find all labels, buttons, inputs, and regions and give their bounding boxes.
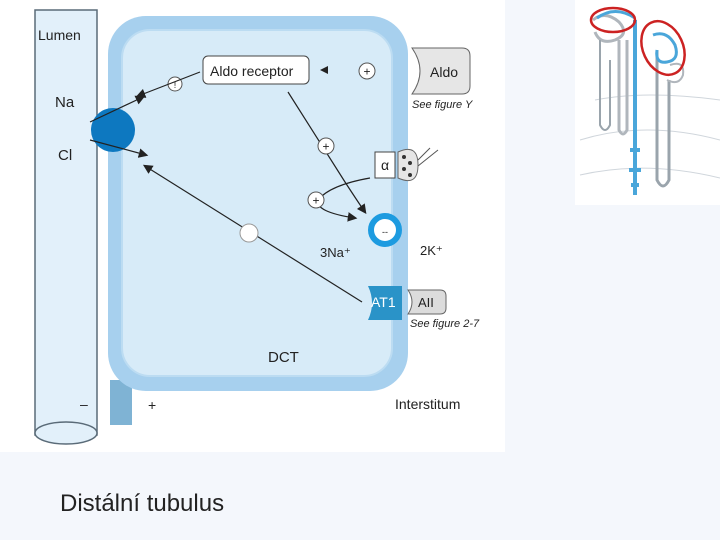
- lumen-tube-end: [34, 421, 98, 445]
- plus-marker-1: [317, 137, 335, 155]
- plus-sign-aldo: +: [363, 65, 370, 79]
- aldo-receptor-label: Aldo receptor: [210, 63, 294, 79]
- nephron-diagram: [579, 6, 720, 195]
- inhibit-sign: !: [174, 80, 177, 90]
- plus-marker-aldo: [358, 62, 376, 80]
- receptor-arrowhead: [320, 66, 328, 74]
- pump-sign: --: [382, 227, 388, 237]
- see-figure-2-7: See figure 2-7: [410, 318, 480, 330]
- at1-receptor: [368, 286, 402, 320]
- na-k-atpase-pump: [368, 213, 402, 247]
- at1-label: AT1: [371, 294, 396, 310]
- lumen-label: Lumen: [38, 27, 81, 43]
- aii-label: AII: [418, 295, 434, 310]
- receptor-to-pump-arrow: [287, 91, 367, 214]
- interstitium-plus-sign: +: [148, 397, 156, 413]
- na-arrow: [89, 95, 146, 123]
- plus-sign-1: +: [322, 140, 329, 154]
- cl-label: Cl: [58, 147, 72, 164]
- three-na-label: 3Na⁺: [320, 245, 351, 260]
- lumen-minus-sign: –: [80, 396, 88, 412]
- interstitium-strip: [110, 380, 132, 425]
- interstitum-label: Interstitum: [395, 396, 460, 412]
- alpha-label: α: [381, 157, 389, 173]
- na-label: Na: [55, 94, 75, 111]
- receptor-to-na-arrow: [135, 71, 201, 98]
- cl-arrow: [89, 139, 149, 158]
- aii-shape: [407, 289, 447, 315]
- aldo-shape: [411, 47, 471, 95]
- two-k-label: 2K⁺: [420, 243, 443, 258]
- neutral-marker: [239, 223, 259, 243]
- lumen-tube: [34, 9, 98, 436]
- plus-sign-2: +: [312, 194, 319, 208]
- highlight-circle-2: [640, 20, 686, 76]
- cell-body: [121, 29, 393, 377]
- aldo-receptor-box: [202, 55, 310, 85]
- dct-label: DCT: [268, 349, 299, 366]
- aldo-label: Aldo: [430, 64, 458, 80]
- slide-caption: Distální tubulus: [60, 490, 225, 517]
- highlight-circle-1: [589, 6, 637, 34]
- dct-diagram: ! Aldo receptor + Aldo See figure Y + α …: [34, 9, 480, 445]
- see-figure-y: See figure Y: [412, 99, 473, 111]
- nephron-thumbnail: [575, 0, 720, 205]
- alpha-box: [374, 151, 396, 179]
- dct-figure: ! Aldo receptor + Aldo See figure Y + α …: [0, 0, 505, 452]
- nacl-cotransporter: [91, 108, 135, 152]
- plus-marker-2: [307, 191, 325, 209]
- alpha-agonist-shape: [397, 148, 419, 182]
